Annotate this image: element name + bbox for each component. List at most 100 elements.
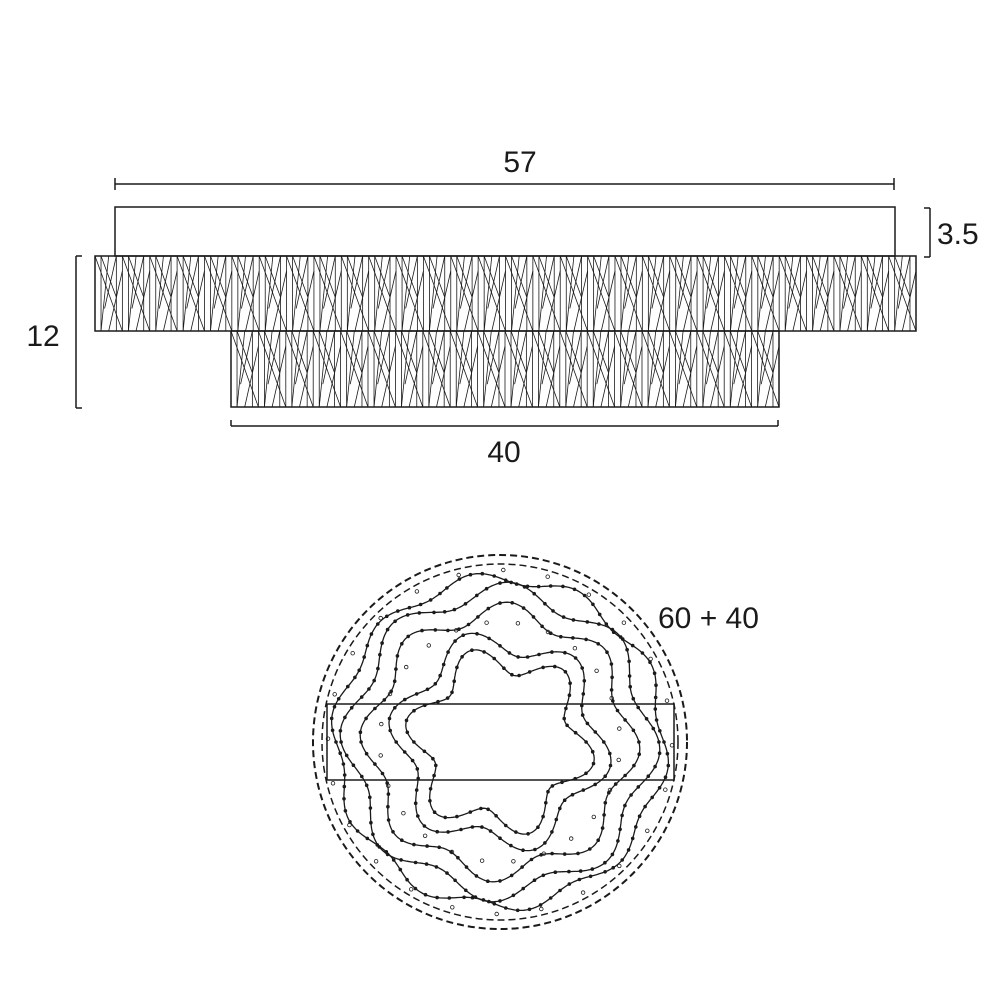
crystal-facet: [565, 255, 575, 332]
crystal-bead: [658, 729, 662, 733]
crystal-bead: [567, 882, 572, 886]
crystal-bead: [395, 654, 400, 658]
crystal-facet: [395, 330, 424, 408]
crystal-bead: [563, 670, 568, 674]
crystal-facet: [176, 255, 205, 332]
crystal-facet: [327, 270, 342, 332]
crystal-facet: [428, 330, 445, 373]
crystal-bead: [509, 873, 514, 878]
crystal-bead: [393, 706, 397, 710]
mounting-bar: [326, 703, 675, 781]
crystal-bead: [644, 717, 649, 721]
crystal-bead: [412, 740, 416, 744]
crystal-facet: [812, 255, 821, 332]
crystal-bead: [576, 851, 580, 856]
crystal-bead: [596, 838, 600, 842]
crystal-facet: [377, 255, 391, 309]
crystal-facet: [258, 330, 287, 408]
crystal-bead: [537, 652, 541, 657]
crystal-facet: [514, 255, 528, 309]
crystal-facet: [565, 330, 582, 373]
crystal-bead: [406, 634, 411, 639]
small-crystal: [330, 781, 336, 786]
crystal-bead: [330, 728, 335, 733]
crystal-facet: [641, 255, 671, 332]
crystal-cell: [586, 330, 615, 408]
small-crystal: [484, 620, 489, 625]
crystal-facet: [182, 255, 199, 298]
crystal-facet: [286, 255, 315, 332]
crystal-facet: [264, 330, 273, 408]
crystal-facet: [213, 255, 227, 309]
crystal-bead: [371, 832, 375, 837]
small-crystal: [347, 822, 352, 828]
crystal-bead: [364, 783, 369, 788]
small-crystal: [617, 863, 622, 869]
crystal-bead: [630, 836, 635, 841]
mount-height-label: 3.5: [937, 218, 979, 251]
crystal-facet: [751, 255, 780, 332]
crystal-bead: [515, 908, 520, 913]
crystal-bead: [571, 636, 575, 640]
crystal-facet: [682, 346, 698, 408]
crystal-bead: [608, 751, 612, 756]
small-crystal: [663, 787, 668, 792]
crystal-bead: [404, 718, 409, 723]
crystal-bead: [578, 869, 583, 873]
crystal-facet: [511, 255, 520, 332]
crystal-bead: [470, 895, 475, 900]
crystal-cell: [833, 255, 862, 332]
crystal-facet: [422, 330, 451, 408]
crystal-facet: [511, 255, 528, 298]
small-crystal: [545, 629, 551, 635]
crystal-facet: [456, 255, 465, 332]
crystal-bead: [372, 678, 377, 683]
crystal-bead: [464, 888, 468, 893]
crystal-bead: [593, 730, 598, 734]
crystal-bead: [341, 762, 346, 766]
crystal-bead: [385, 627, 390, 632]
crystal-bead: [487, 636, 491, 641]
crystal-bead: [434, 763, 438, 768]
crystal-bead: [603, 801, 608, 805]
crystal-facet: [847, 270, 862, 332]
crystal-facet: [541, 330, 555, 385]
crystal-bead: [446, 628, 450, 633]
crystal-facet: [620, 255, 637, 298]
crystal-facet: [163, 270, 178, 332]
crystal-bead: [428, 598, 433, 602]
crystal-bead: [482, 650, 486, 654]
crystal-facet: [401, 330, 418, 373]
crystal-bead: [511, 893, 516, 898]
crystal-cell: [559, 330, 588, 408]
small-crystal: [373, 859, 379, 864]
crystal-bead: [438, 673, 443, 678]
crystal-facet: [429, 255, 438, 332]
crystal-facet: [568, 330, 582, 385]
crystal-facet: [757, 255, 774, 298]
crystal-facet: [244, 346, 259, 408]
crystal-bead: [581, 788, 586, 792]
crystal-bead: [625, 647, 629, 652]
crystal-facet: [710, 270, 725, 332]
crystal-bead: [498, 879, 502, 883]
crystal-bead: [502, 666, 506, 670]
crystal-facet: [94, 255, 123, 332]
crystal-facet: [292, 255, 309, 298]
crystal-bead: [437, 845, 442, 850]
crystal-bead: [510, 672, 514, 677]
crystal-bead: [510, 601, 514, 605]
crystal-bead: [603, 860, 607, 865]
crystal-facet: [651, 330, 664, 385]
crystal-facet: [483, 255, 500, 298]
crystal-facet: [600, 270, 616, 332]
crystal-bead: [517, 673, 521, 678]
crystal-facet: [545, 346, 561, 408]
crystal-bead: [365, 836, 370, 841]
crystal-facet: [614, 330, 643, 408]
small-crystal: [501, 567, 506, 573]
crystal-bead: [461, 633, 466, 637]
crystal-cell: [257, 330, 287, 408]
crystal-facet: [778, 255, 807, 332]
crystal-bead: [636, 785, 641, 789]
